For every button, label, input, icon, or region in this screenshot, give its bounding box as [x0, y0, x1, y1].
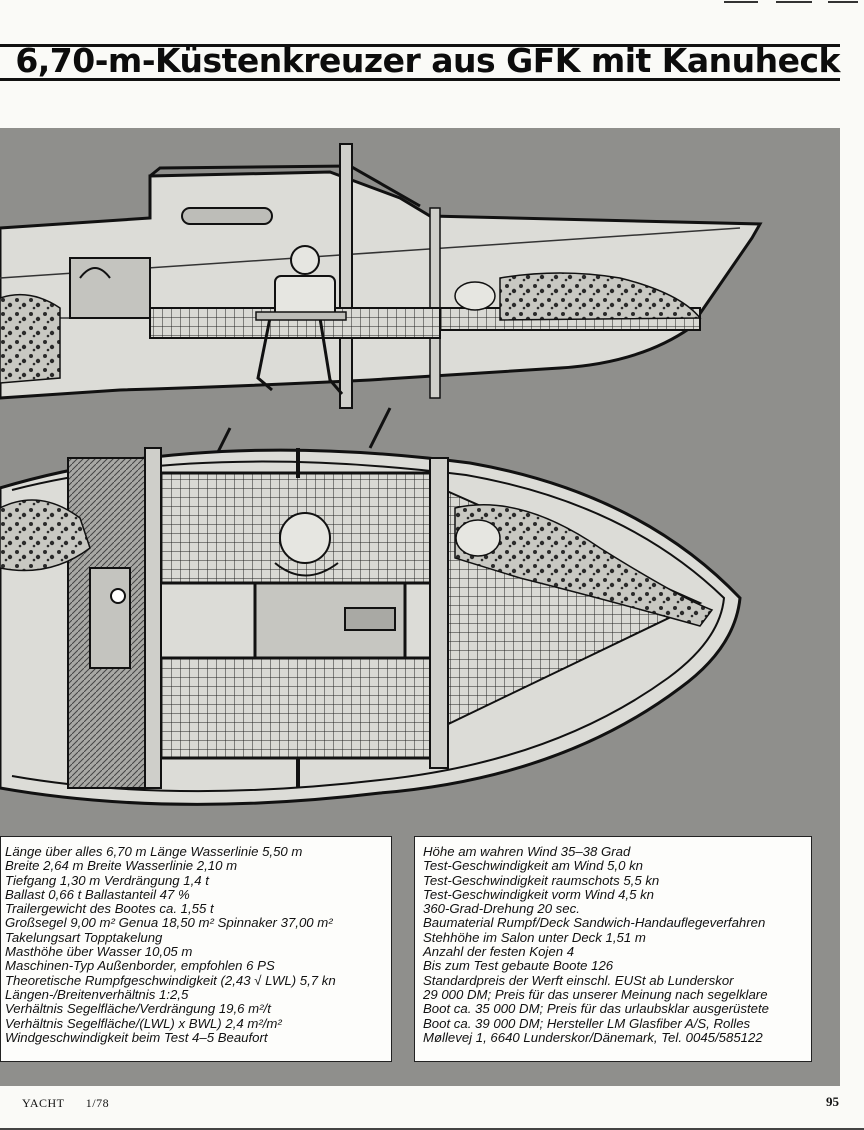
magazine-name: YACHT [22, 1096, 65, 1110]
top-edge-marks [704, 0, 864, 6]
spec-line: Längen-/Breitenverhältnis 1:2,5 [5, 986, 189, 1002]
spec-line: Großsegel 9,00 m² Genua 18,50 m² Spinnak… [5, 915, 333, 931]
illustration-svg [0, 143, 763, 806]
spec-line: Test-Geschwindigkeit am Wind 5,0 kn [423, 858, 644, 874]
spec-line: Møllevej 1, 6640 Lunderskor/Dänemark, Te… [423, 1029, 763, 1045]
footer-publication: YACHT 1/78 [22, 1096, 109, 1111]
spec-line: Breite 2,64 m Breite Wasserlinie 2,10 m [5, 858, 238, 874]
spec-line: Bis zum Test gebaute Boote 126 [423, 958, 614, 974]
spec-line: Boot ca. 39 000 DM; Hersteller LM Glasfi… [423, 1015, 751, 1031]
spec-line: Trailergewicht des Bootes ca. 1,55 t [5, 901, 214, 917]
title-top-rule [0, 44, 840, 47]
spec-line: Theoretische Rumpfgeschwindigkeit (2,43 … [5, 972, 336, 988]
spec-line: Test-Geschwindigkeit vorm Wind 4,5 kn [423, 886, 654, 902]
page-number: 95 [826, 1094, 839, 1109]
spec-line: Test-Geschwindigkeit raumschots 5,5 kn [423, 872, 660, 888]
spec-line: Standardpreis der Werft einschl. EUSt ab… [423, 972, 734, 988]
spec-line: Baumaterial Rumpf/Deck Sandwich-Handaufl… [423, 915, 766, 931]
specs-table-left: Länge über alles 6,70 m Länge Wasserlini… [0, 836, 392, 1062]
spec-line: Masthöhe über Wasser 10,05 m [5, 944, 193, 960]
specs-table-right: Höhe am wahren Wind 35–38 Grad Test-Gesc… [414, 836, 812, 1062]
spec-line: Anzahl der festen Kojen 4 [423, 944, 575, 960]
spec-line: Windgeschwindigkeit beim Test 4–5 Beaufo… [5, 1029, 268, 1045]
page-title: 6,70-m-Küstenkreuzer aus GFK mit Kanuhec… [15, 41, 840, 80]
spec-line: Maschinen-Typ Außenborder, empfohlen 6 P… [5, 958, 275, 974]
spec-line: Tiefgang 1,30 m Verdrängung 1,4 t [5, 872, 209, 888]
spec-line: Länge über alles 6,70 m Länge Wasserlini… [5, 844, 303, 859]
spec-line: 29 000 DM; Preis für das unserer Meinung… [423, 986, 768, 1002]
issue-number: 1/78 [85, 1096, 110, 1110]
spec-line: Höhe am wahren Wind 35–38 Grad [423, 844, 631, 859]
deck-plan-view [0, 447, 742, 806]
spec-line: Takelungsart Topptakelung [5, 929, 163, 945]
bottom-rule [0, 1128, 864, 1130]
spec-line: Ballast 0,66 t Ballastanteil 47 % [5, 886, 190, 902]
spec-line: 360-Grad-Drehung 20 sec. [423, 901, 580, 917]
side-profile-view [0, 143, 763, 409]
spec-line: Verhältnis Segelfläche/Verdrängung 19,6 … [5, 1001, 271, 1017]
spec-line: Boot ca. 35 000 DM; Preis für das urlaub… [423, 1001, 769, 1017]
spec-line: Stehhöhe im Salon unter Deck 1,51 m [423, 929, 646, 945]
title-bottom-rule [0, 78, 840, 81]
spec-line: Verhältnis Segelfläche/(LWL) x BWL) 2,4 … [5, 1015, 282, 1031]
